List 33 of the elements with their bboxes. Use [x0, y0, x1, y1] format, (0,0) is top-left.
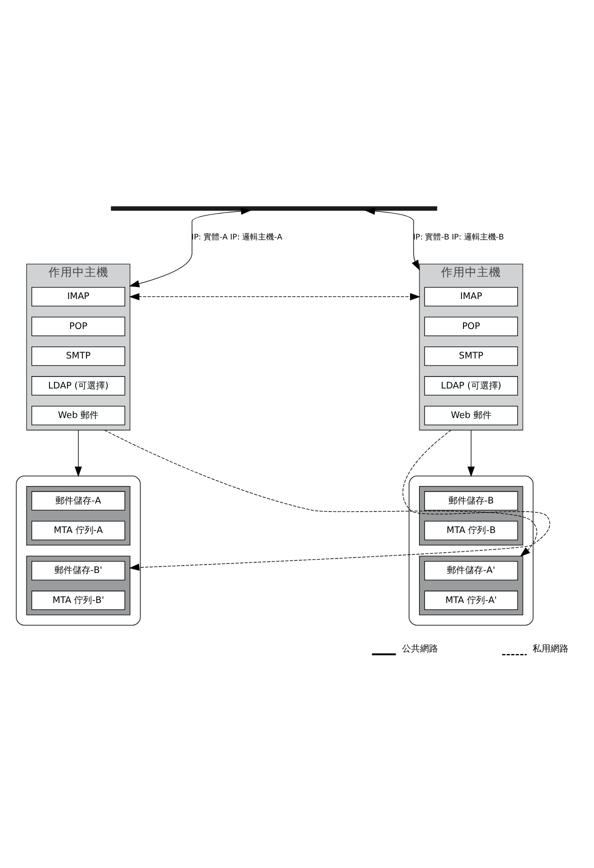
arrow	[74, 430, 82, 477]
legend-label: 私用網路	[532, 644, 568, 655]
node-box: 郵件儲存-A'	[424, 560, 518, 580]
arrow	[364, 208, 420, 270]
arrow	[129, 430, 550, 571]
cluster	[419, 556, 524, 616]
node-box: LDAP (可選擇)	[31, 376, 126, 396]
node-box: SMTP	[424, 346, 518, 366]
node-box: SMTP	[31, 346, 126, 366]
node-box: LDAP (可選擇)	[424, 376, 518, 396]
node-box: Web 郵件	[31, 406, 126, 426]
node-box: MTA 佇列-A'	[424, 590, 518, 610]
node-box: IMAP	[424, 287, 518, 306]
cluster	[26, 556, 130, 616]
arrow	[129, 208, 252, 288]
node-box: POP	[31, 316, 126, 336]
node-box: MTA 佇列-B	[424, 520, 518, 540]
legend-label: 公共網路	[402, 644, 438, 655]
arrow	[104, 430, 538, 557]
node-box: 郵件儲存-B'	[31, 560, 126, 580]
node-box: IMAP	[31, 287, 126, 306]
cluster	[408, 476, 534, 626]
node-box: MTA 佇列-B'	[31, 590, 126, 610]
arrow	[468, 430, 475, 477]
cluster	[26, 486, 130, 546]
node-box: POP	[424, 316, 518, 336]
arrow	[129, 293, 420, 300]
node-box: 郵件儲存-B	[424, 491, 518, 511]
node-bar	[110, 206, 438, 211]
node-box: 郵件儲存-A	[31, 491, 126, 511]
cluster	[419, 486, 524, 546]
node-box: MTA 佇列-A	[31, 520, 126, 540]
node-box: Web 郵件	[424, 406, 518, 426]
